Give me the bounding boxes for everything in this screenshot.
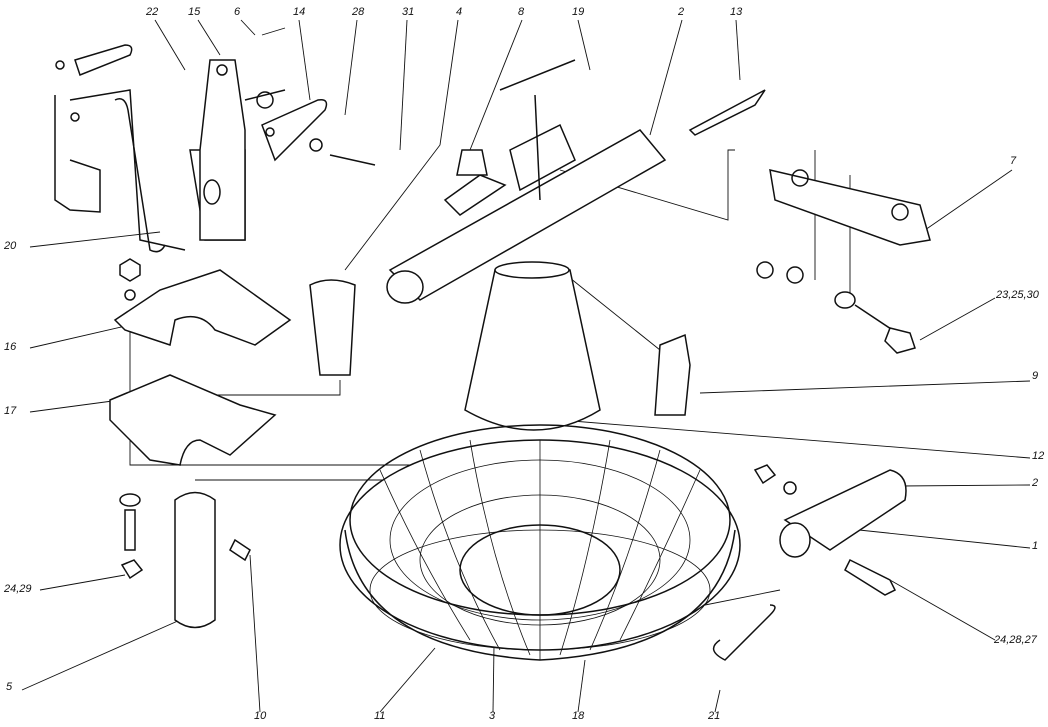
label-16: 16 [4,341,17,353]
label-2-top: 2 [678,6,685,18]
label-31: 31 [402,6,415,18]
bracket-hangers [54,44,376,629]
label-9: 9 [1032,370,1039,382]
label-4: 4 [456,6,463,18]
leader-lines [21,19,1031,713]
label-22: 22 [146,6,159,18]
tube-assembly [386,59,931,354]
label-24-28-27: 24,28,27 [994,634,1037,646]
label-3: 3 [489,710,496,722]
label-6: 6 [234,6,241,18]
label-18: 18 [572,710,585,722]
label-2-right: 2 [1032,477,1039,489]
label-7: 7 [1010,155,1017,167]
label-24-29: 24,29 [4,583,32,595]
label-15: 15 [188,6,201,18]
label-8: 8 [518,6,525,18]
label-28: 28 [352,6,365,18]
label-17: 17 [4,405,17,417]
label-5: 5 [6,681,13,693]
label-20: 20 [4,240,17,252]
label-11: 11 [374,710,386,722]
label-13: 13 [730,6,743,18]
label-14: 14 [293,6,306,18]
label-10: 10 [254,710,267,722]
label-19: 19 [572,6,585,18]
label-12: 12 [1032,450,1045,462]
label-1: 1 [1032,540,1039,552]
feeder-body [339,261,907,661]
label-23-25-30: 23,25,30 [996,289,1039,301]
label-21: 21 [708,710,721,722]
